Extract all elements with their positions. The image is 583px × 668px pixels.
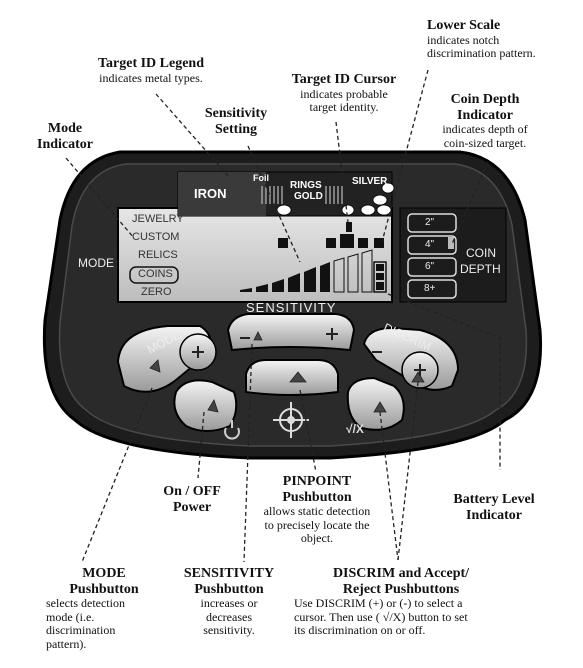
annotation-mode-indicator: Mode Indicator (37, 121, 93, 152)
coin-depth-cells (407, 213, 457, 299)
sensitivity-bars-empty (333, 249, 373, 293)
pinpoint-pushbutton[interactable] (245, 359, 339, 396)
button-arrow-glyphs (149, 331, 425, 413)
target-id-cursor-blocks (278, 234, 384, 248)
annotation-sensitivity-pushbutton: SENSITIVITY Pushbutton increases or decr… (183, 566, 275, 638)
legend-silver-label: SILVER (352, 176, 388, 187)
mode-option-relics: RELICS (138, 249, 178, 261)
legend-rings-label: RINGS (290, 180, 322, 191)
coin-depth-marker (448, 237, 454, 249)
annotation-sensitivity-setting: Sensitivity Setting (204, 106, 268, 137)
annotation-discrim-accept-reject: DISCRIM and Accept/ Reject Pushbuttons U… (294, 566, 470, 638)
sensitivity-panel-label: SENSITIVITY (246, 300, 337, 315)
annotation-lower-scale: Lower Scale indicates notch discriminati… (427, 18, 536, 61)
depth-panel-label: DEPTH (460, 262, 501, 276)
mode-panel-label: MODE (78, 256, 114, 270)
mode-option-coins: COINS (138, 268, 173, 280)
mode-option-zero: ZERO (141, 286, 172, 298)
mode-selected-box (129, 266, 179, 284)
sensitivity-pushbutton-group (226, 313, 356, 352)
annotation-on-off-power: On / OFF Power (163, 484, 221, 515)
mode-option-custom: CUSTOM (132, 231, 180, 243)
annotation-mode-pushbutton: MODE Pushbutton selects detection mode (… (46, 566, 139, 651)
mode-option-jewelry: JEWELRY (132, 213, 184, 225)
battery-level-icon (373, 261, 387, 293)
power-icon (224, 420, 240, 440)
depth-4-label: 4" (425, 239, 435, 250)
depth-8plus-label: 8+ (424, 283, 436, 294)
coin-markers (276, 182, 395, 216)
accept-reject-pushbutton[interactable] (346, 376, 405, 431)
coin-panel-label: COIN (466, 246, 496, 260)
depth-2-label: 2" (425, 217, 435, 228)
accept-reject-symbol: √/X (346, 422, 364, 436)
annotation-target-id-cursor: Target ID Cursor indicates probable targ… (291, 72, 397, 115)
legend-foil-label: Foil (253, 173, 269, 183)
leader-lines (65, 69, 501, 563)
cursor-marker (346, 222, 352, 232)
annotation-coin-depth: Coin Depth Indicator indicates depth of … (442, 92, 528, 150)
sensitivity-bars (240, 262, 330, 292)
annotation-pinpoint: PINPOINT Pushbutton allows static detect… (263, 474, 371, 546)
pinpoint-crosshair-icon (273, 402, 309, 438)
legend-iron-label: IRON (194, 186, 227, 201)
power-pushbutton[interactable] (173, 379, 238, 432)
annotation-target-id-legend: Target ID Legend indicates metal types. (97, 56, 205, 85)
legend-ticks (261, 186, 343, 204)
depth-6-label: 6" (425, 261, 435, 272)
annotation-battery-level: Battery Level Indicator (453, 492, 535, 523)
legend-gold-label: GOLD (294, 191, 323, 202)
plus-minus-glyphs (192, 328, 426, 376)
